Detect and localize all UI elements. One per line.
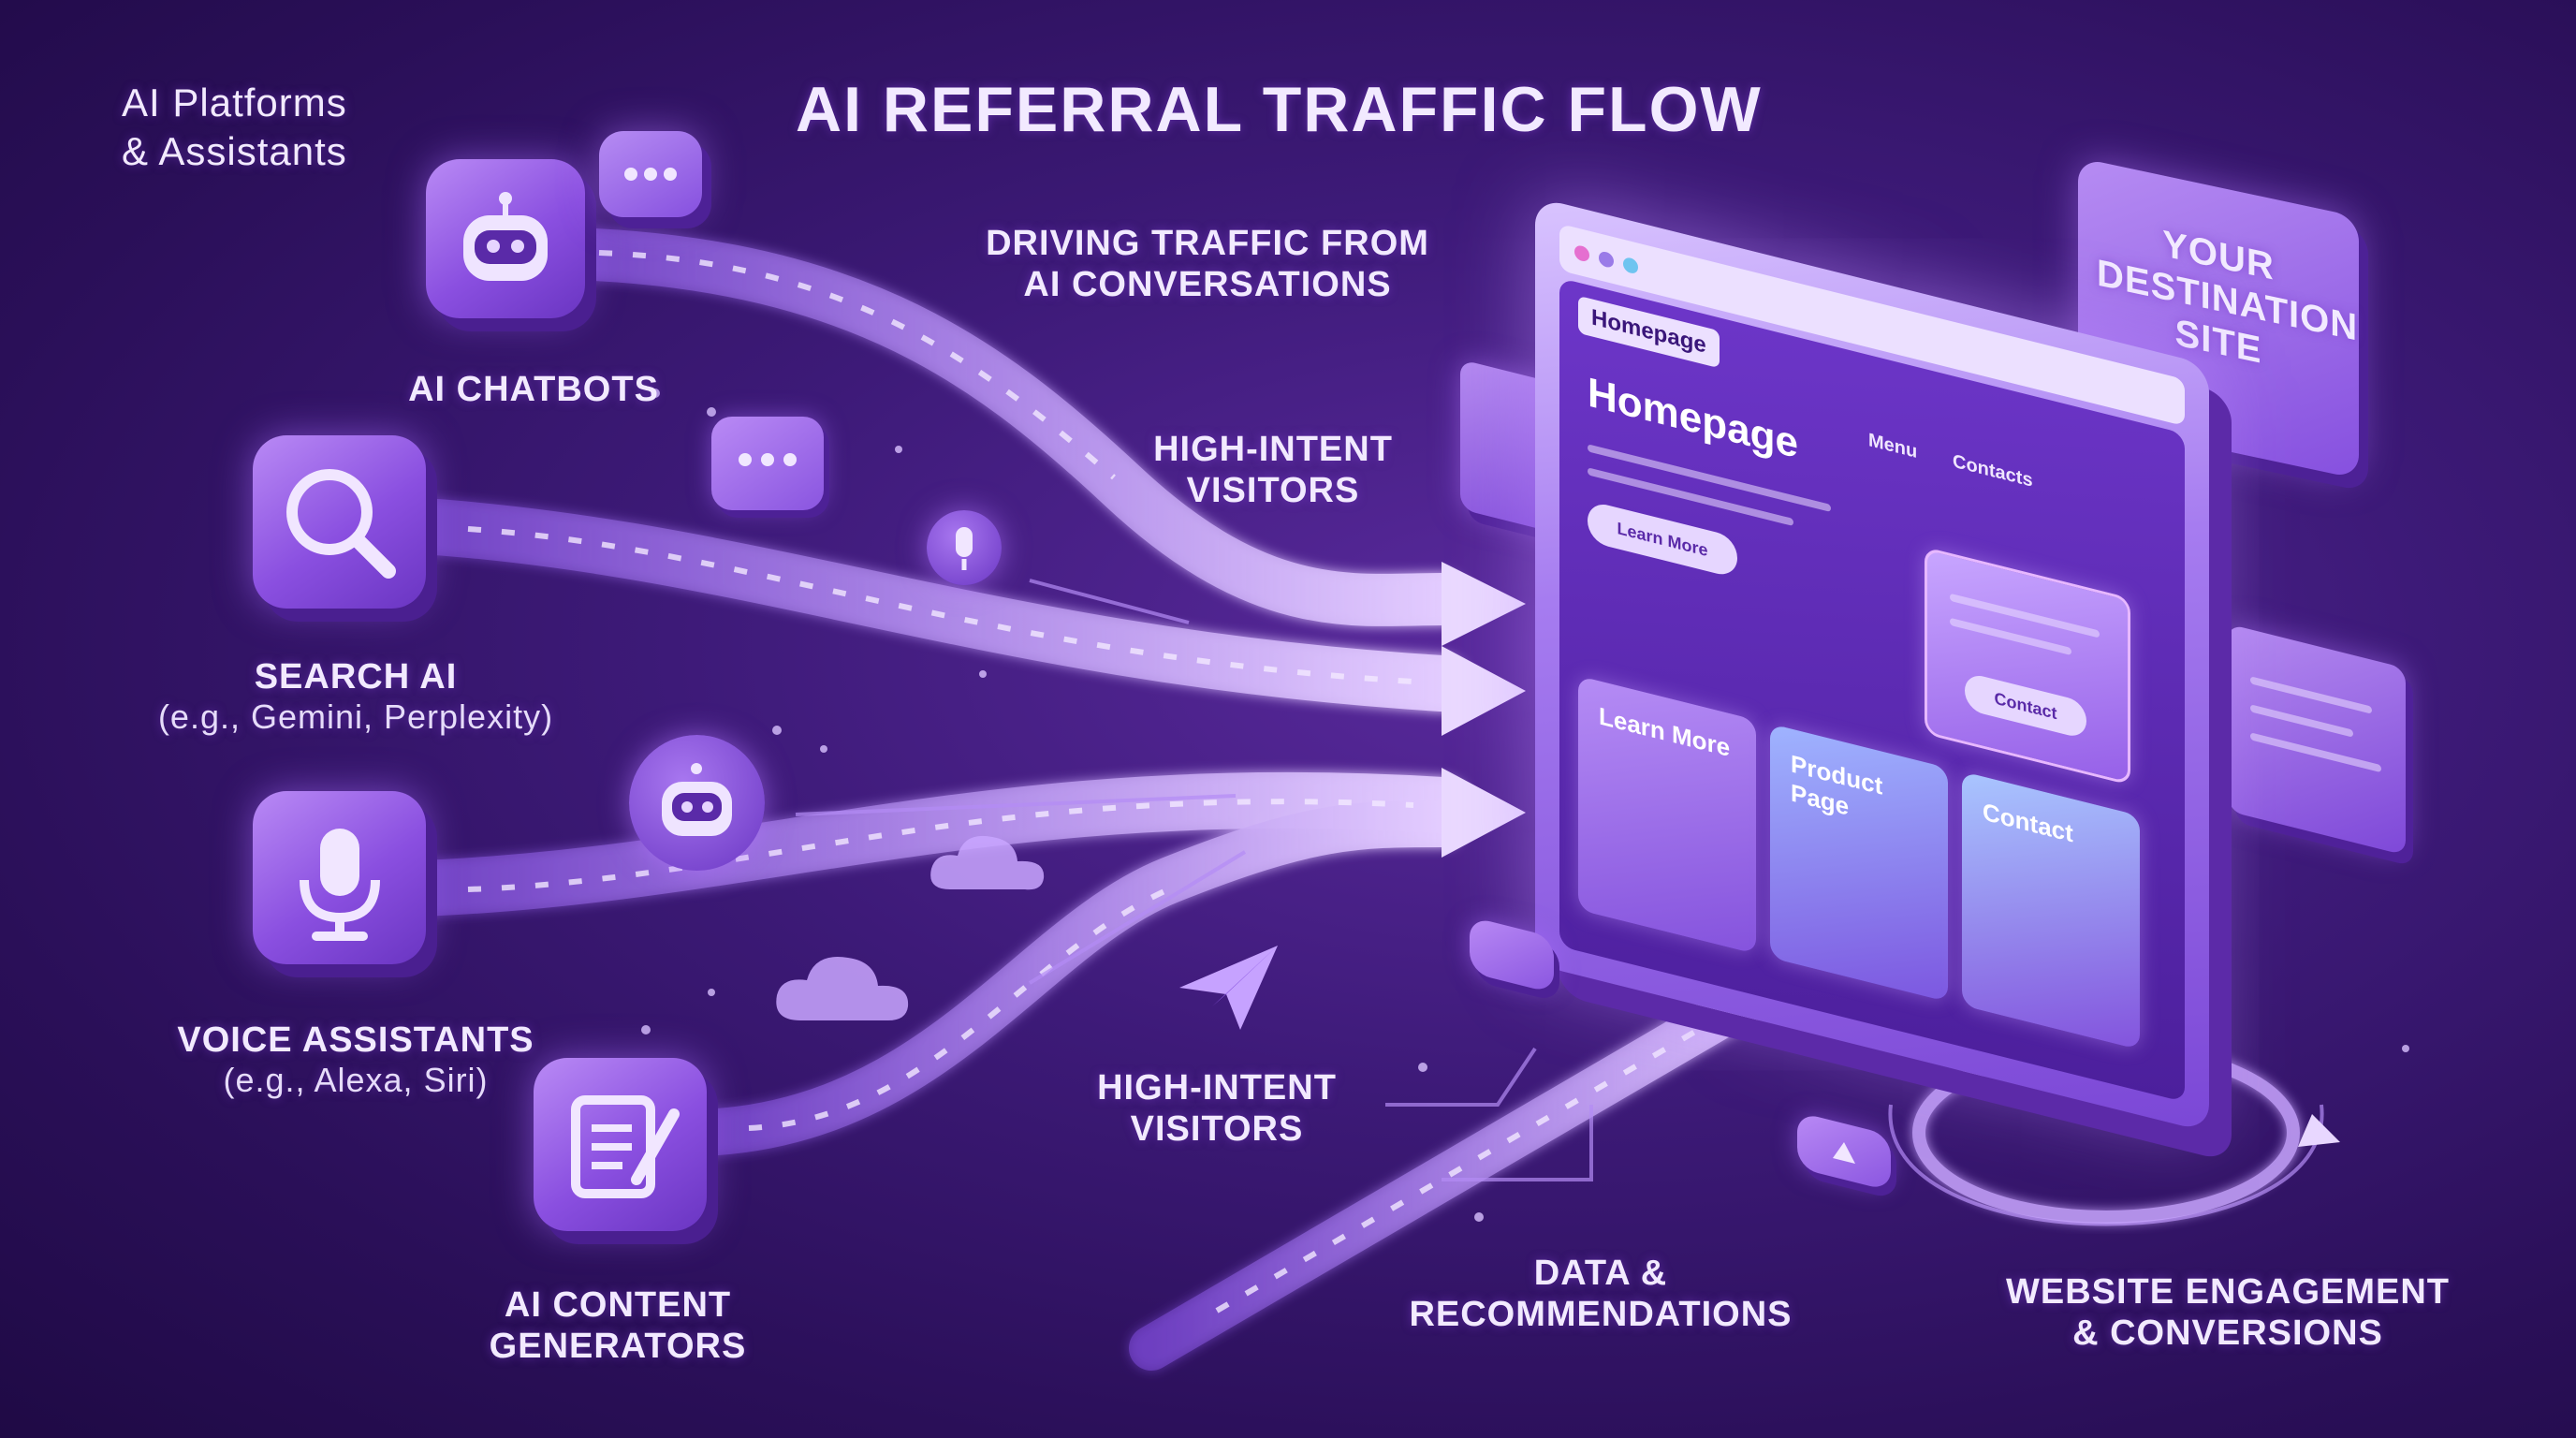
nav-contacts[interactable]: Contacts	[1953, 450, 2033, 492]
source-label-content: AI CONTENT GENERATORS	[489, 1285, 747, 1366]
flow-arrowhead	[1442, 768, 1526, 858]
voice-icon-tile	[253, 791, 426, 964]
flow-path-chatbots	[498, 227, 1468, 626]
play-tile-icon	[1797, 1111, 1891, 1192]
chat-bubbles-icon	[711, 417, 824, 510]
chatbot-icon-tile	[426, 159, 585, 318]
flow-path-content	[679, 800, 1465, 1156]
nav-menu[interactable]: Menu	[1868, 430, 1918, 463]
browser-tab[interactable]: Homepage	[1578, 295, 1720, 369]
cloud-network-icon	[922, 824, 1053, 899]
robot-circle-icon	[629, 735, 765, 871]
learn-more-button[interactable]: Learn More	[1588, 500, 1737, 580]
card-learn-more[interactable]: Learn More	[1578, 675, 1756, 955]
source-label-voice: VOICE ASSISTANTS (e.g., Alexa, Siri)	[177, 1020, 534, 1099]
paper-plane-icon	[1170, 936, 1282, 1039]
cloud-data-icon	[768, 941, 917, 1030]
flow-label-data: DATA & RECOMMENDATIONS	[1409, 1254, 1793, 1334]
chat-bubble-icon	[599, 131, 702, 217]
flow-arrowhead	[1442, 646, 1526, 736]
flow-label-driving: DRIVING TRAFFIC FROM AI CONVERSATIONS	[986, 224, 1429, 304]
contact-card: Contact	[1925, 546, 2130, 785]
source-label-search: SEARCH AI (e.g., Gemini, Perplexity)	[157, 657, 554, 736]
flow-label-engagement: WEBSITE ENGAGEMENT & CONVERSIONS	[2005, 1272, 2451, 1353]
source-label-chatbots: AI CHATBOTS	[408, 370, 659, 409]
robot-icon	[463, 192, 548, 281]
flow-label-visitors-bottom: HIGH-INTENT VISITORS	[1097, 1068, 1337, 1149]
document-edit-icon	[571, 1095, 680, 1198]
card-contact[interactable]: Contact	[1962, 770, 2140, 1050]
flow-arrowhead	[1442, 562, 1526, 646]
page-title: AI REFERRAL TRAFFIC FLOW	[796, 74, 1763, 145]
search-icon-tile	[253, 435, 426, 609]
search-icon	[286, 469, 396, 579]
microphone-icon	[300, 829, 380, 941]
platforms-header: AI Platforms & Assistants	[122, 81, 347, 173]
mic-small-icon	[927, 510, 1002, 585]
contact-button[interactable]: Contact	[1965, 671, 2086, 741]
content-icon-tile	[534, 1058, 707, 1231]
card-product-page[interactable]: Product Page	[1770, 723, 1948, 1003]
flow-label-visitors-top: HIGH-INTENT VISITORS	[1153, 430, 1393, 510]
